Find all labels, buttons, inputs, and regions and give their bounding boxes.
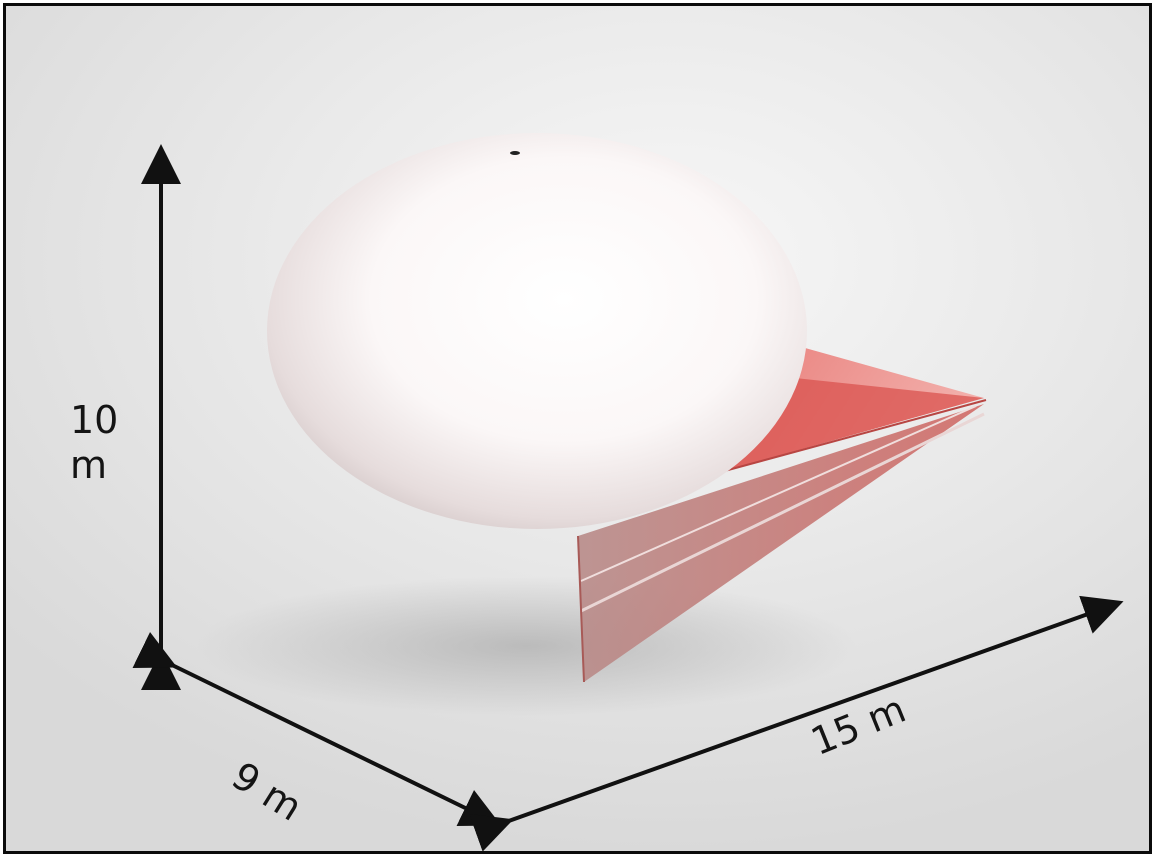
fin-stripe xyxy=(580,405,977,582)
balloon-valve xyxy=(510,151,520,155)
height-unit: m xyxy=(70,442,108,487)
diagram-frame: 10 m 9 m 15 m xyxy=(3,3,1152,854)
balloon-envelope xyxy=(267,133,807,529)
height-value: 10 xyxy=(70,398,119,442)
height-label: 10 m xyxy=(70,398,140,488)
length-arrow xyxy=(469,595,1124,851)
depth-arrow xyxy=(132,631,502,826)
airship-render xyxy=(132,133,1124,851)
fin-stripe xyxy=(580,412,985,613)
ground-shadow xyxy=(196,576,856,716)
fin-edge xyxy=(705,399,987,477)
